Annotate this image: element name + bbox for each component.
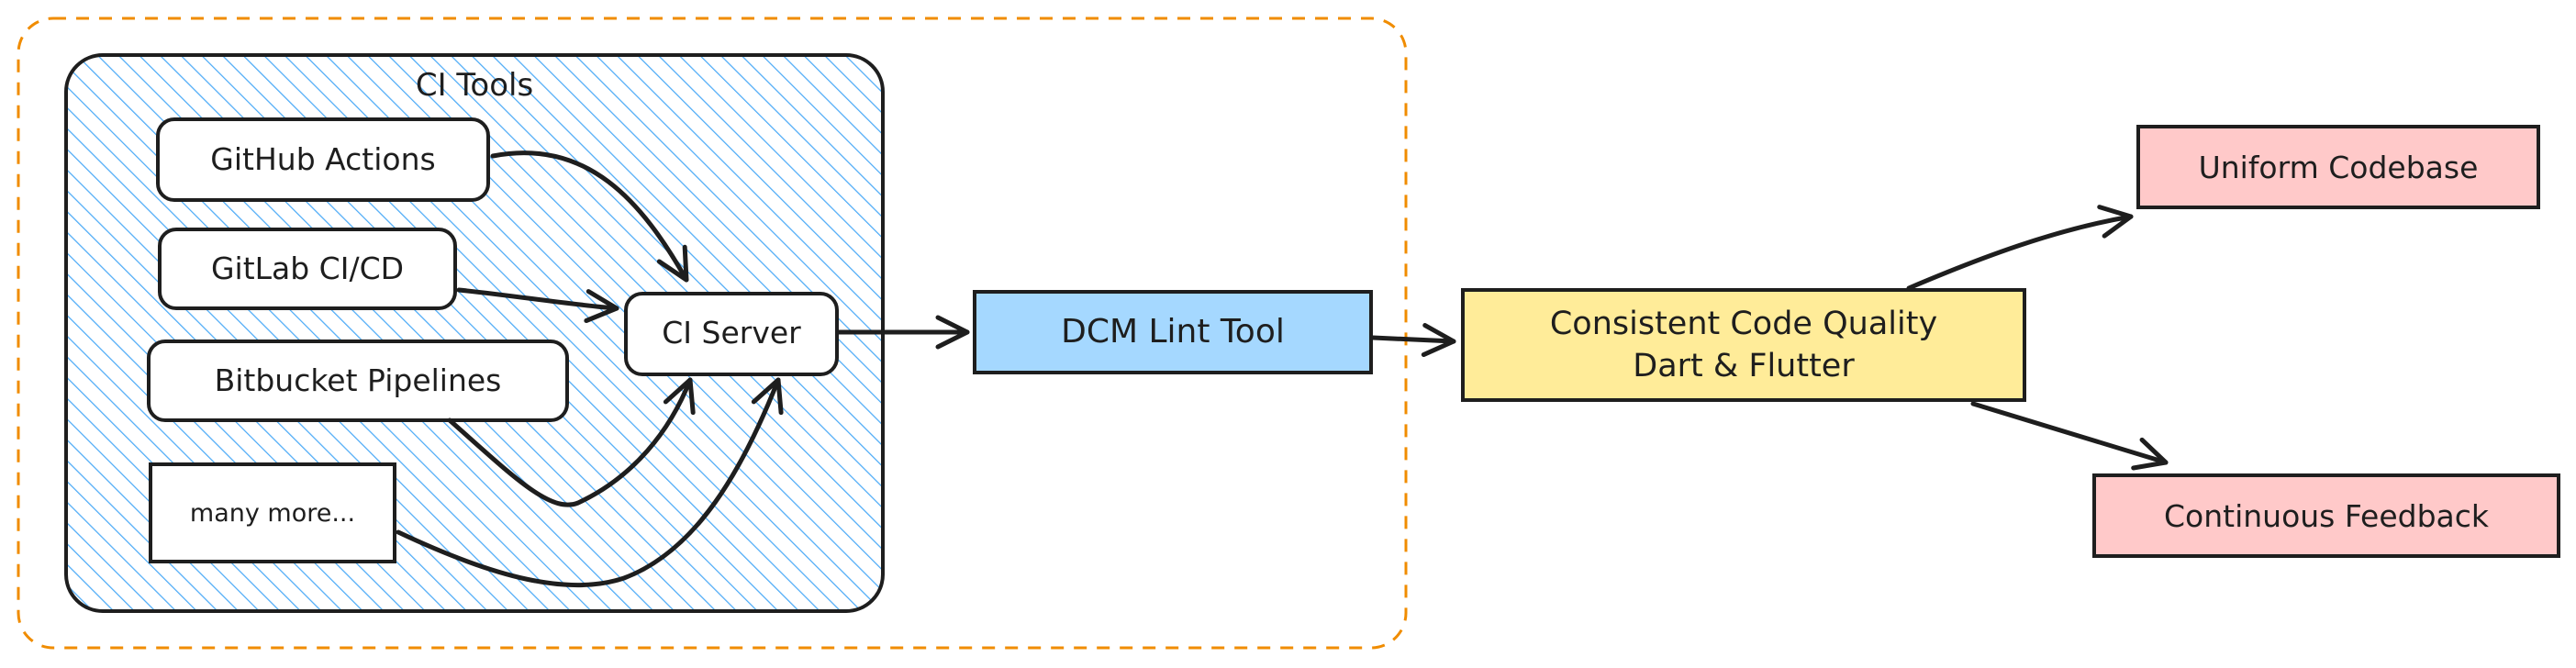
ci-group-dashed-border bbox=[17, 17, 1408, 650]
bitbucket-pipelines-node: Bitbucket Pipelines bbox=[147, 340, 569, 422]
uniform-codebase-label: Uniform Codebase bbox=[2199, 150, 2479, 185]
bitbucket-pipelines-label: Bitbucket Pipelines bbox=[215, 362, 502, 398]
edge-more-to-ci-server bbox=[396, 377, 784, 588]
github-actions-label: GitHub Actions bbox=[210, 141, 435, 177]
gitlab-ci-node: GitLab CI/CD bbox=[158, 228, 457, 310]
edge-quality-to-uniform bbox=[1906, 205, 2134, 291]
edge-bitbucket-to-ci-server bbox=[447, 377, 696, 507]
gitlab-ci-label: GitLab CI/CD bbox=[211, 250, 404, 286]
many-more-label: many more... bbox=[190, 499, 355, 528]
code-quality-line1: Consistent Code Quality bbox=[1550, 306, 1937, 342]
continuous-feedback-label: Continuous Feedback bbox=[2164, 498, 2490, 534]
dcm-lint-tool-label: DCM Lint Tool bbox=[1061, 313, 1285, 351]
dcm-lint-tool-node: DCM Lint Tool bbox=[973, 290, 1373, 374]
ci-server-node: CI Server bbox=[624, 292, 839, 376]
ci-tools-title: CI Tools bbox=[416, 67, 533, 104]
edge-quality-to-feedback bbox=[1970, 401, 2169, 471]
edge-gitlab-to-ci-server bbox=[456, 287, 619, 323]
code-quality-node: Consistent Code Quality Dart & Flutter bbox=[1461, 288, 2026, 402]
ci-server-label: CI Server bbox=[662, 315, 801, 351]
continuous-feedback-node: Continuous Feedback bbox=[2092, 473, 2560, 558]
many-more-node: many more... bbox=[149, 462, 396, 563]
uniform-codebase-node: Uniform Codebase bbox=[2136, 125, 2540, 209]
edge-lint-to-quality bbox=[1370, 323, 1456, 358]
code-quality-line2: Dart & Flutter bbox=[1633, 348, 1855, 384]
github-actions-node: GitHub Actions bbox=[156, 117, 490, 202]
edge-github-to-ci-server bbox=[490, 150, 689, 283]
